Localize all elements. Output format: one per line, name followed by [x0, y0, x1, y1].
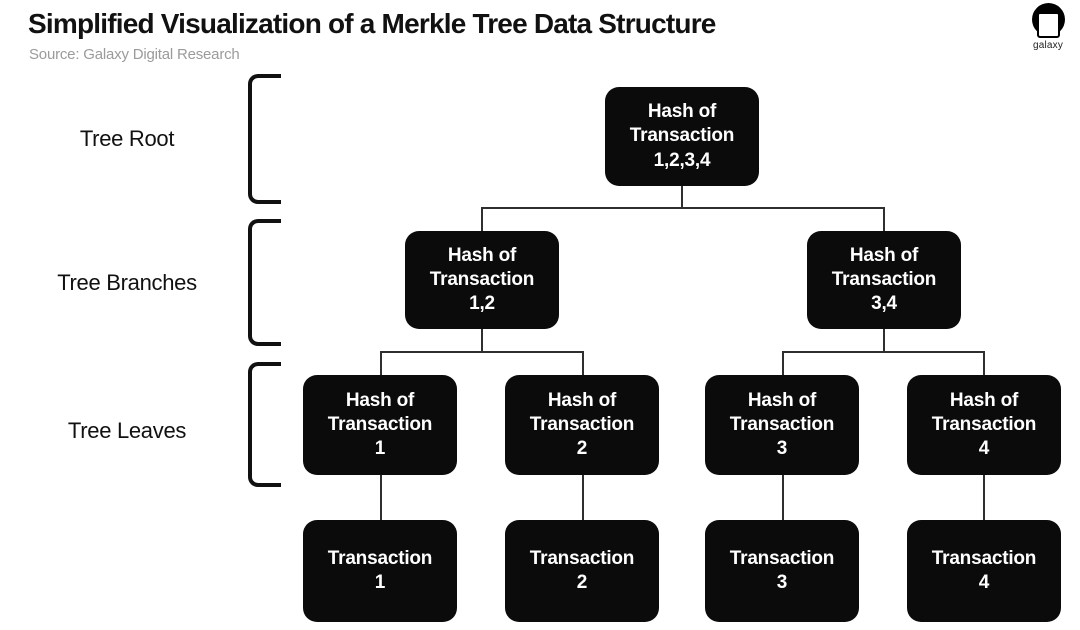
- node-leaf-hash-3: Hash of Transaction 3: [705, 375, 859, 475]
- connector-line: [481, 208, 483, 231]
- bracket-tree-root: [248, 74, 281, 204]
- row-label-tree-leaves: Tree Leaves: [67, 418, 187, 443]
- node-transaction-4: Transaction 4: [907, 520, 1061, 622]
- bracket-tree-leaves: [248, 362, 281, 487]
- connector-line: [481, 329, 483, 352]
- connector-line: [782, 352, 784, 375]
- node-transaction-2: Transaction 2: [505, 520, 659, 622]
- node-transaction-3: Transaction 3: [705, 520, 859, 622]
- galaxy-logo-label: galaxy: [1032, 40, 1064, 51]
- connector-line: [883, 329, 885, 352]
- connector-line: [983, 352, 985, 375]
- node-leaf-hash-1: Hash of Transaction 1: [303, 375, 457, 475]
- node-transaction-1: Transaction 1: [303, 520, 457, 622]
- connector-line: [883, 208, 885, 231]
- connector-line: [681, 186, 683, 208]
- row-label-tree-branches: Tree Branches: [57, 270, 197, 295]
- connector-line: [380, 351, 584, 353]
- node-leaf-hash-2: Hash of Transaction 2: [505, 375, 659, 475]
- connector-line: [582, 475, 584, 520]
- galaxy-logo: galaxy: [1030, 3, 1066, 51]
- row-label-tree-root: Tree Root: [79, 126, 175, 151]
- bracket-tree-branches: [248, 219, 281, 346]
- node-leaf-hash-4: Hash of Transaction 4: [907, 375, 1061, 475]
- connector-line: [582, 352, 584, 375]
- connector-line: [380, 475, 382, 520]
- galaxy-logo-icon: [1031, 3, 1065, 38]
- node-branch-hash-12: Hash of Transaction 1,2: [405, 231, 559, 329]
- connector-line: [481, 207, 885, 209]
- source-attribution: Source: Galaxy Digital Research: [29, 46, 240, 63]
- page-title: Simplified Visualization of a Merkle Tre…: [28, 8, 716, 39]
- node-branch-hash-34: Hash of Transaction 3,4: [807, 231, 961, 329]
- connector-line: [782, 475, 784, 520]
- connector-line: [983, 475, 985, 520]
- connector-line: [782, 351, 985, 353]
- connector-line: [380, 352, 382, 375]
- node-root-hash: Hash of Transaction 1,2,3,4: [605, 87, 759, 186]
